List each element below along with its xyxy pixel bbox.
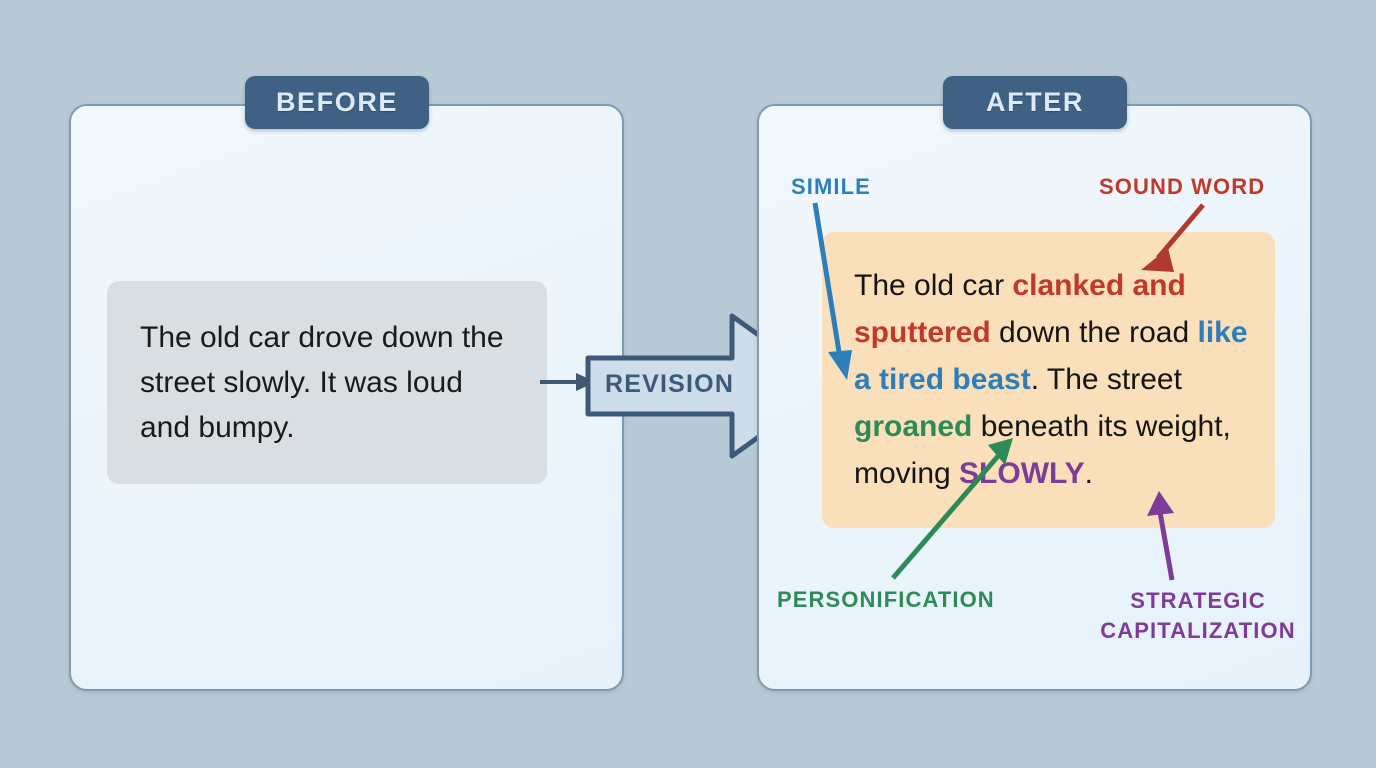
annotation-label-sound-word: SOUND WORD	[1099, 174, 1266, 199]
revision-label: REVISION	[605, 370, 735, 398]
after-segment-plain-1: The old car	[854, 269, 1013, 302]
before-text-box: The old car drove down the street slowly…	[107, 281, 547, 484]
after-segment-sound-word: clanked and sputtered	[854, 269, 1186, 349]
after-segment-strategic-capitalization: SLOWLY	[959, 457, 1085, 490]
after-badge: AFTER	[943, 76, 1127, 129]
after-segment-plain-2: down the road	[990, 316, 1198, 349]
annotation-label-line1: STRATEGIC	[1130, 588, 1266, 613]
after-segment-simile: like a tired beast	[854, 316, 1248, 396]
after-segment-plain-3: . The street	[1030, 363, 1182, 396]
before-badge: BEFORE	[245, 76, 429, 129]
annotation-label-personification: PERSONIFICATION	[777, 587, 995, 612]
annotation-label-strategic-capitalization: STRATEGIC CAPITALIZATION	[1098, 586, 1298, 646]
after-text-box: The old car clanked and sputtered down t…	[822, 232, 1275, 528]
annotation-label-simile: SIMILE	[791, 174, 871, 199]
annotation-label-line2: CAPITALIZATION	[1100, 618, 1296, 643]
after-segment-personification: groaned	[854, 410, 973, 443]
after-segment-plain-5: .	[1084, 457, 1093, 490]
